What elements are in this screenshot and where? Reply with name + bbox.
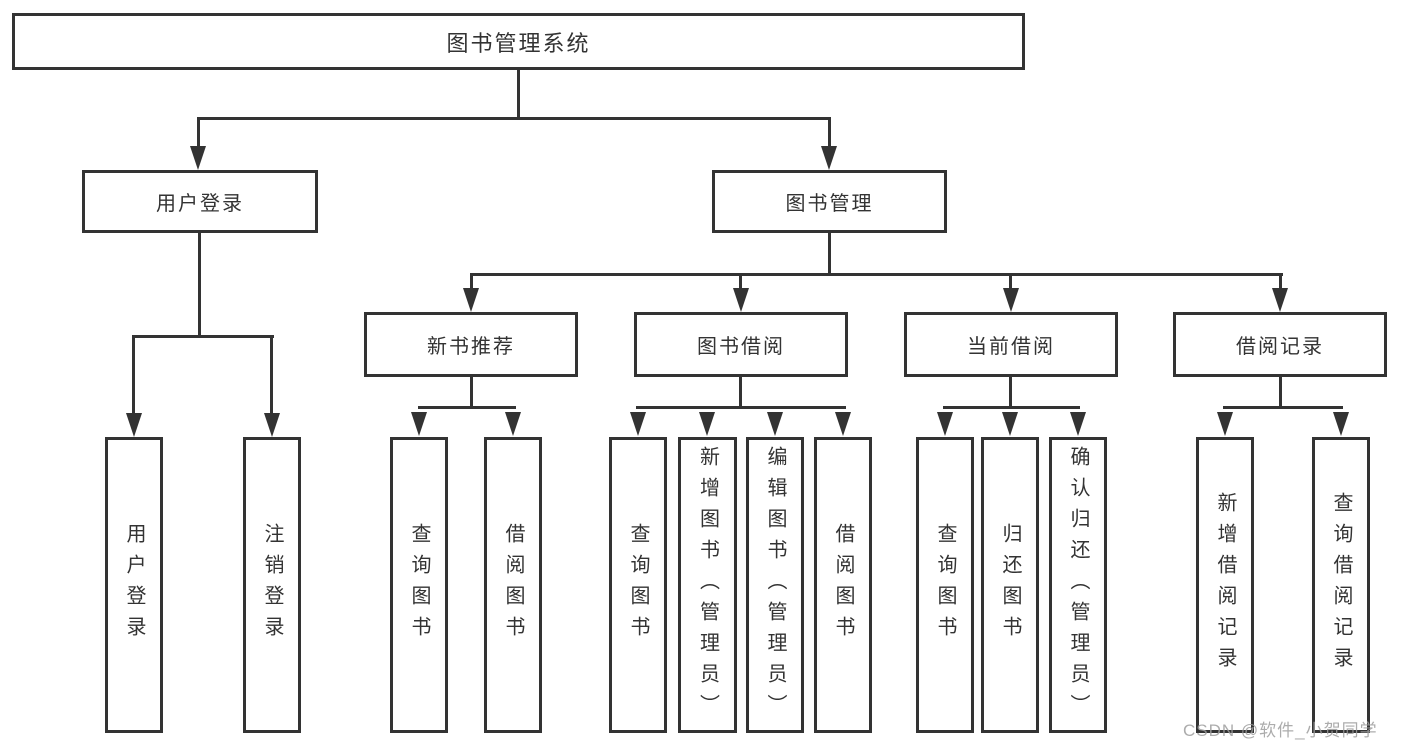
arrow-down-icon (463, 288, 479, 312)
leaf-confirm-return-admin-label: 确认归还（管理员） (1067, 445, 1089, 725)
node-book-management: 图书管理 (712, 170, 947, 233)
connector-book-mgmt-branch (470, 273, 1283, 276)
node-new-book-recommend: 新书推荐 (364, 312, 578, 377)
leaf-query-books-3: 查询图书 (916, 437, 974, 733)
arrow-down-icon (767, 412, 783, 436)
connector-user-login-drop (197, 117, 200, 149)
arrow-down-icon (835, 412, 851, 436)
connector-l3-drop (739, 273, 742, 291)
leaf-edit-books-admin: 编辑图书（管理员） (746, 437, 804, 733)
connector-current-borrow-stem (1009, 377, 1012, 409)
arrow-down-icon (1333, 412, 1349, 436)
arrow-down-icon (1070, 412, 1086, 436)
leaf-return-books-label: 归还图书 (999, 523, 1021, 647)
leaf-logout-label: 注销登录 (261, 523, 283, 647)
leaf-borrow-books-label: 借阅图书 (832, 523, 854, 647)
arrow-down-icon (190, 146, 206, 170)
leaf-query-books-2: 查询图书 (609, 437, 667, 733)
connector-root-branch (197, 117, 831, 120)
arrow-down-icon (1002, 412, 1018, 436)
node-book-borrow-label: 图书借阅 (697, 336, 785, 358)
leaf-add-borrow-record-label: 新增借阅记录 (1214, 492, 1236, 678)
leaf-borrow-books-2: 借阅图书 (814, 437, 872, 733)
leaf-query-borrow-record-label: 查询借阅记录 (1330, 492, 1352, 678)
leaf-query-books-label: 查询图书 (627, 523, 649, 647)
leaf-user-login-label: 用户登录 (123, 523, 145, 647)
leaf-borrow-books-1: 借阅图书 (484, 437, 542, 733)
leaf-query-books-label: 查询图书 (934, 523, 956, 647)
arrow-down-icon (505, 412, 521, 436)
node-root-label: 图书管理系统 (446, 30, 591, 56)
connector-book-mgmt-stem (828, 233, 831, 276)
leaf-return-books: 归还图书 (981, 437, 1039, 733)
arrow-down-icon (733, 288, 749, 312)
leaf-query-borrow-record: 查询借阅记录 (1312, 437, 1370, 733)
arrow-down-icon (264, 413, 280, 437)
connector-new-book-stem (470, 377, 473, 409)
connector-user-login-stem (198, 233, 201, 338)
leaf-add-books-admin-label: 新增图书（管理员） (696, 445, 719, 725)
leaf-query-books-label: 查询图书 (408, 523, 430, 647)
node-book-management-label: 图书管理 (785, 193, 874, 215)
connector-l3-drop (1009, 273, 1012, 291)
connector-leaf-drop (270, 335, 273, 415)
csdn-watermark: CSDN @软件_小贺同学 (1183, 721, 1378, 740)
arrow-down-icon (126, 413, 142, 437)
connector-book-borrow-stem (739, 377, 742, 409)
node-current-borrow: 当前借阅 (904, 312, 1118, 377)
leaf-borrow-books-label: 借阅图书 (502, 523, 524, 647)
connector-borrow-record-stem (1279, 377, 1282, 409)
node-root: 图书管理系统 (12, 13, 1025, 70)
connector-book-mgmt-drop (828, 117, 831, 149)
node-user-login-label: 用户登录 (156, 193, 244, 215)
node-book-borrow: 图书借阅 (634, 312, 848, 377)
connector-l3-drop (1279, 273, 1282, 291)
arrow-down-icon (821, 146, 837, 170)
leaf-edit-books-admin-label: 编辑图书（管理员） (764, 445, 786, 725)
leaf-add-books-admin: 新增图书（管理员） (678, 437, 737, 733)
connector-current-borrow-branch (943, 406, 1080, 409)
leaf-query-books-1: 查询图书 (390, 437, 448, 733)
connector-user-login-branch (133, 335, 274, 338)
arrow-down-icon (411, 412, 427, 436)
arrow-down-icon (699, 412, 715, 436)
connector-book-borrow-branch (636, 406, 846, 409)
node-current-borrow-label: 当前借阅 (967, 336, 1055, 358)
leaf-add-borrow-record: 新增借阅记录 (1196, 437, 1254, 733)
arrow-down-icon (630, 412, 646, 436)
connector-new-book-branch (418, 406, 516, 409)
node-new-book-recommend-label: 新书推荐 (427, 336, 515, 358)
node-borrow-record-label: 借阅记录 (1236, 336, 1324, 358)
node-borrow-record: 借阅记录 (1173, 312, 1387, 377)
connector-l3-drop (470, 273, 473, 291)
arrow-down-icon (1217, 412, 1233, 436)
leaf-user-login: 用户登录 (105, 437, 163, 733)
connector-leaf-drop (132, 335, 135, 415)
arrow-down-icon (1003, 288, 1019, 312)
arrow-down-icon (1272, 288, 1288, 312)
leaf-logout: 注销登录 (243, 437, 301, 733)
connector-borrow-record-branch (1223, 406, 1343, 409)
node-user-login: 用户登录 (82, 170, 318, 233)
connector-root-stem (517, 70, 520, 120)
leaf-confirm-return-admin: 确认归还（管理员） (1049, 437, 1107, 733)
arrow-down-icon (937, 412, 953, 436)
